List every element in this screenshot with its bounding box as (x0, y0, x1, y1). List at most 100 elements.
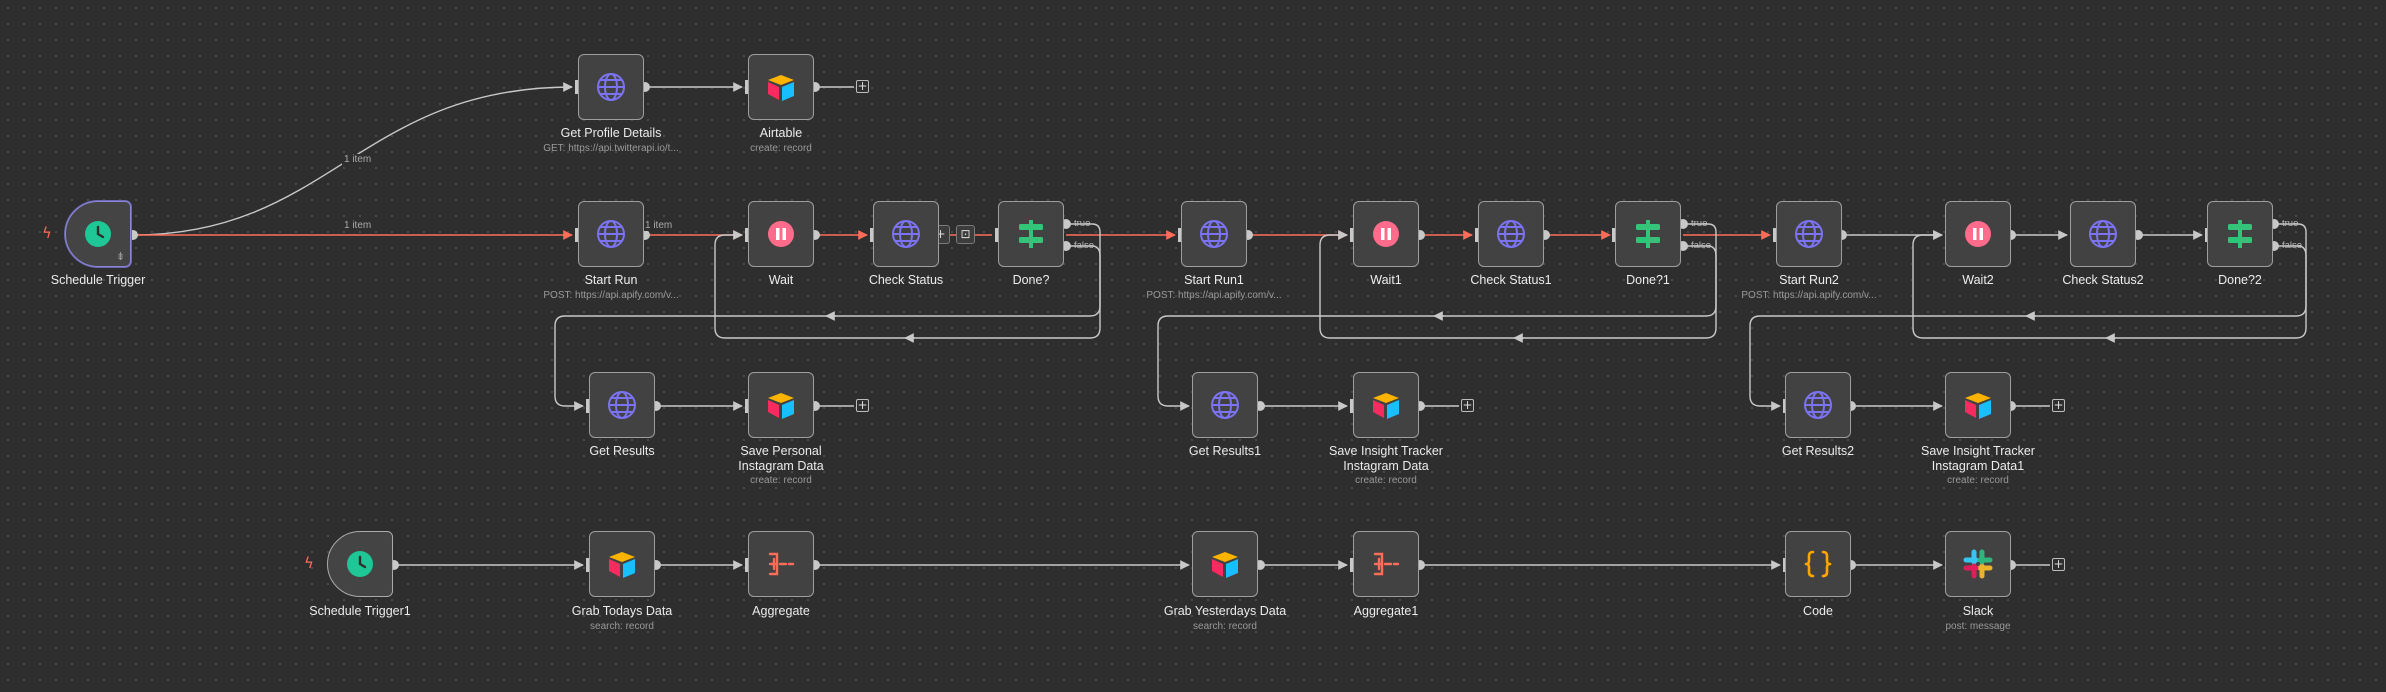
node-label: Grab Yesterdays Data (1163, 604, 1287, 618)
trigger-bolt-icon: ϟ (304, 554, 314, 572)
node-airtable[interactable] (748, 54, 814, 120)
node-aggregate1[interactable] (1353, 531, 1419, 597)
node-done1[interactable] (1615, 201, 1681, 267)
node-start-run1[interactable] (1181, 201, 1247, 267)
node-label: Check Status2 (2062, 273, 2144, 287)
node-label: Aggregate1 (1353, 604, 1419, 618)
if-icon (1013, 216, 1049, 252)
node-label: Wait (768, 273, 794, 287)
node-done2[interactable] (2207, 201, 2273, 267)
node-label: Get Results1 (1188, 444, 1262, 458)
pin-icon: ⇟ (116, 250, 126, 263)
handles (128, 82, 2279, 570)
add-node-plus-button[interactable]: + (2052, 557, 2065, 571)
node-label: Start Run1 (1184, 273, 1244, 287)
node-get-results1[interactable] (1192, 372, 1258, 438)
node-subtitle: POST: https://api.apify.com/v... (543, 290, 679, 301)
airtable-icon (1960, 387, 1996, 423)
node-schedule-trigger1[interactable] (327, 531, 393, 597)
branch-true-label: true (1074, 218, 1091, 229)
airtable-icon (763, 387, 799, 423)
node-label: Schedule Trigger (50, 273, 146, 287)
node-save-insight-tracker1[interactable] (1945, 372, 2011, 438)
node-subtitle: create: record (750, 143, 812, 154)
globe-icon (888, 216, 924, 252)
globe-icon (1196, 216, 1232, 252)
aggregate-icon (1368, 546, 1404, 582)
globe-icon (1493, 216, 1529, 252)
node-grab-todays-data[interactable] (589, 531, 655, 597)
node-label: Grab Todays Data (571, 604, 673, 618)
node-subtitle: search: record (590, 621, 654, 632)
node-label: Wait1 (1370, 273, 1402, 287)
node-subtitle: search: record (1193, 621, 1257, 632)
node-code[interactable] (1785, 531, 1851, 597)
branch-true-label: true (1691, 218, 1708, 229)
globe-icon (593, 69, 629, 105)
node-start-run[interactable] (578, 201, 644, 267)
node-subtitle: post: message (1945, 621, 2011, 632)
node-get-results2[interactable] (1785, 372, 1851, 438)
node-label: Get Profile Details (560, 126, 662, 140)
node-label: Start Run (584, 273, 638, 287)
globe-icon (1800, 387, 1836, 423)
node-label: Airtable (759, 126, 803, 140)
node-check-status[interactable] (873, 201, 939, 267)
add-sticky-button[interactable]: ⊡ (956, 225, 975, 244)
node-label: Wait2 (1962, 273, 1994, 287)
node-check-status1[interactable] (1478, 201, 1544, 267)
node-label: Done? (1012, 273, 1050, 287)
node-label: Save Insight Tracker Instagram Data1 (1921, 444, 2035, 473)
node-subtitle: create: record (1355, 475, 1417, 486)
node-schedule-trigger[interactable]: ⇟ (65, 201, 131, 267)
globe-icon (1791, 216, 1827, 252)
edge-label-items: 1 item (342, 220, 374, 231)
node-save-personal-instagram-data[interactable] (748, 372, 814, 438)
add-node-plus-button[interactable]: + (856, 398, 869, 412)
globe-icon (2085, 216, 2121, 252)
branch-false-label: false (2282, 240, 2303, 251)
node-label: Get Results2 (1781, 444, 1855, 458)
node-get-results[interactable] (589, 372, 655, 438)
node-start-run2[interactable] (1776, 201, 1842, 267)
node-save-insight-tracker[interactable] (1353, 372, 1419, 438)
node-wait2[interactable] (1945, 201, 2011, 267)
node-label: Slack (1962, 604, 1994, 618)
node-label: Code (1803, 604, 1833, 618)
node-grab-yesterdays-data[interactable] (1192, 531, 1258, 597)
airtable-icon (1207, 546, 1243, 582)
airtable-icon (604, 546, 640, 582)
node-label: Schedule Trigger1 (309, 604, 411, 618)
node-subtitle: POST: https://api.apify.com/v... (1741, 290, 1877, 301)
globe-icon (593, 216, 629, 252)
if-icon (1630, 216, 1666, 252)
node-label: Check Status1 (1470, 273, 1552, 287)
node-wait[interactable] (748, 201, 814, 267)
globe-icon (604, 387, 640, 423)
node-check-status2[interactable] (2070, 201, 2136, 267)
node-slack[interactable] (1945, 531, 2011, 597)
clock-icon (80, 216, 116, 252)
code-icon (1800, 546, 1836, 582)
add-node-plus-button[interactable]: + (1461, 398, 1474, 412)
pause-icon (1960, 216, 1996, 252)
if-icon (2222, 216, 2258, 252)
airtable-icon (763, 69, 799, 105)
node-get-profile-details[interactable] (578, 54, 644, 120)
node-label: Get Results (589, 444, 655, 458)
node-label: Save Personal Instagram Data (738, 444, 824, 473)
node-label: Save Insight Tracker Instagram Data (1329, 444, 1443, 473)
add-node-plus-button[interactable]: + (2052, 398, 2065, 412)
node-subtitle: POST: https://api.apify.com/v... (1146, 290, 1282, 301)
branch-true-label: true (2282, 218, 2299, 229)
edge-label-items: 1 item (342, 154, 374, 165)
node-aggregate[interactable] (748, 531, 814, 597)
clock-icon (342, 546, 378, 582)
node-label: Done?1 (1626, 273, 1670, 287)
node-label: Done?2 (2218, 273, 2262, 287)
node-label: Aggregate (752, 604, 810, 618)
node-done[interactable] (998, 201, 1064, 267)
add-node-plus-button[interactable]: + (856, 79, 869, 93)
node-wait1[interactable] (1353, 201, 1419, 267)
globe-icon (1207, 387, 1243, 423)
